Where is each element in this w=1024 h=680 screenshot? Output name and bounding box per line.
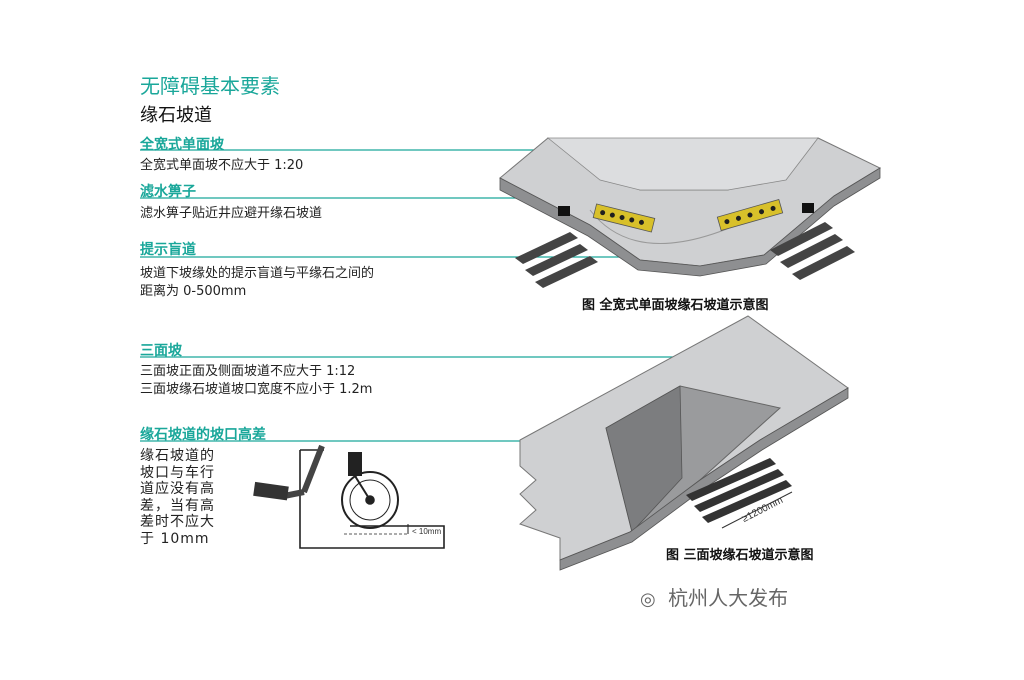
section-text-tactile-paving: 坡道下坡缘处的提示盲道与平缘石之间的 距离为 0-500mm [140,266,375,299]
section-text-height-difference: 缘石坡道的 坡口与车行 道应没有高 差，当有高 差时不应大 于 10mm [140,448,215,547]
watermark: ◎ 杭州人大发布 [640,582,788,611]
wechat-icon: ◎ [640,589,656,610]
gap-label: < 10mm [412,527,441,536]
section-heading-full-width-slope: 全宽式单面坡 [140,137,224,153]
crosswalk-stripes-three-sided [686,458,792,523]
section-text-drain-grate: 滤水箅子贴近井应避开缘石坡道 [140,206,323,221]
figure1-caption: 图 全宽式单面坡缘石坡道示意图 [582,298,769,313]
page-subtitle: 缘石坡道 [140,105,212,126]
section-heading-three-sided-slope: 三面坡 [140,343,182,359]
figure-full-width-ramp [499,137,882,288]
section-text-full-width-slope: 全宽式单面坡不应大于 1:20 [140,158,304,173]
section-heading-drain-grate: 滤水箅子 [140,184,196,200]
wheel-illustration [253,444,445,549]
section-heading-tactile-paving: 提示盲道 [140,242,196,258]
section-text-three-sided-slope: 三面坡正面及侧面坡道不应大于 1:12 三面坡缘石坡道坡口宽度不应小于 1.2m [140,364,373,397]
figure2-caption: 图 三面坡缘石坡道示意图 [666,548,814,563]
section-heading-height-difference: 缘石坡道的坡口高差 [140,427,266,443]
page-title: 无障碍基本要素 [140,74,280,98]
figure-three-sided-ramp [519,315,849,571]
watermark-text: 杭州人大发布 [668,586,789,610]
crosswalk-stripes-left [515,232,598,288]
crosswalk-stripes-right [770,222,855,280]
